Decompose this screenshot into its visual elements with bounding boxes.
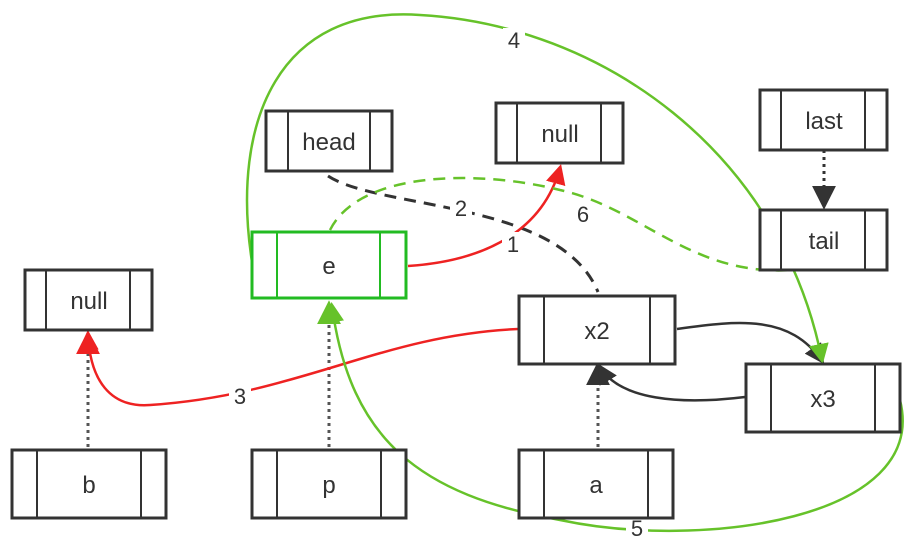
- node-b-label: b: [82, 472, 95, 499]
- node-x3-label: x3: [810, 386, 835, 413]
- svg-text:2: 2: [455, 196, 467, 221]
- edge-x3-x2: [597, 363, 746, 402]
- edge-label-1: 1: [502, 232, 524, 257]
- edge-x2-x3: [676, 321, 825, 365]
- node-x2: x2: [517, 294, 677, 366]
- node-head-label: head: [302, 129, 355, 156]
- edge-5-x3-e: [324, 302, 904, 533]
- node-tail: tail: [758, 208, 889, 272]
- node-null-left: null: [23, 268, 154, 332]
- node-last-label: last: [805, 108, 843, 135]
- svg-text:5: 5: [631, 516, 643, 541]
- node-p-label: p: [322, 472, 335, 499]
- node-last: last: [758, 88, 889, 152]
- node-e-label: e: [322, 253, 335, 280]
- node-p: p: [250, 448, 408, 520]
- edge-label-5: 5: [626, 516, 648, 541]
- svg-text:6: 6: [577, 202, 589, 227]
- svg-text:3: 3: [234, 384, 246, 409]
- svg-text:4: 4: [508, 28, 520, 53]
- edge-label-6: 6: [572, 202, 594, 227]
- svg-text:1: 1: [507, 232, 519, 257]
- edge-label-4: 4: [503, 28, 525, 53]
- edge-6-e-tail: [328, 176, 823, 272]
- edge-label-3: 3: [229, 384, 251, 409]
- node-a: a: [517, 448, 675, 520]
- node-null-left-label: null: [70, 288, 107, 315]
- edge-4-e-x3: [245, 13, 829, 364]
- edge-1-e-null: [407, 164, 566, 268]
- node-x3: x3: [744, 362, 902, 434]
- node-head: head: [264, 109, 394, 173]
- node-tail-label: tail: [809, 228, 840, 255]
- node-x2-label: x2: [584, 318, 609, 345]
- node-null-top-label: null: [541, 121, 578, 148]
- node-null-top: null: [494, 101, 625, 165]
- node-a-label: a: [589, 472, 603, 499]
- node-e: e: [250, 230, 408, 300]
- node-b: b: [10, 448, 168, 520]
- edge-3-x2-null: [78, 327, 519, 407]
- edge-label-2: 2: [450, 196, 472, 221]
